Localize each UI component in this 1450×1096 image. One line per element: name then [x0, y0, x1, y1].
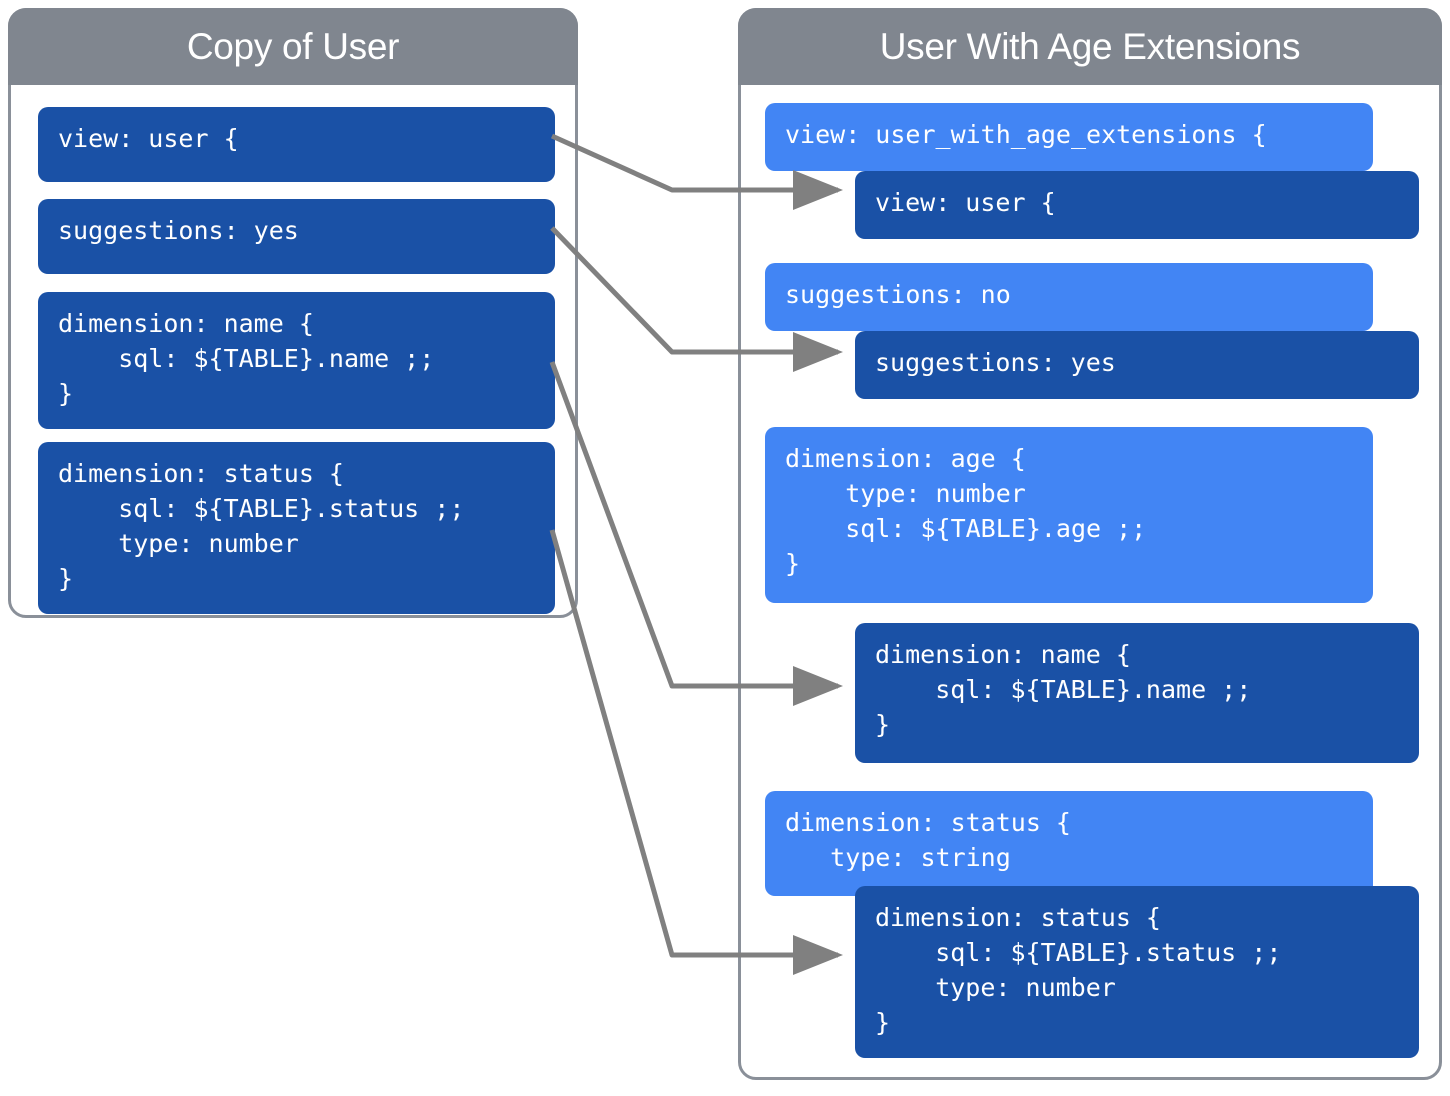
panel-left-title: Copy of User	[8, 8, 578, 85]
left-code-block-suggestions: suggestions: yes	[38, 199, 555, 274]
right-code-block-dimension-age: dimension: age { type: number sql: ${TAB…	[765, 427, 1373, 603]
right-code-block-view-user: view: user {	[855, 171, 1419, 239]
panel-user-with-age-extensions: User With Age Extensions view: user_with…	[738, 8, 1442, 1080]
left-code-block-view-user: view: user {	[38, 107, 555, 182]
right-code-block-dimension-status-string: dimension: status { type: string	[765, 791, 1373, 896]
left-code-block-dimension-name: dimension: name { sql: ${TABLE}.name ;; …	[38, 292, 555, 429]
panel-right-title: User With Age Extensions	[738, 8, 1442, 85]
right-code-block-suggestions-no: suggestions: no	[765, 263, 1373, 331]
right-code-block-dimension-name: dimension: name { sql: ${TABLE}.name ;; …	[855, 623, 1419, 763]
right-code-block-suggestions-yes: suggestions: yes	[855, 331, 1419, 399]
right-code-block-view-extensions: view: user_with_age_extensions {	[765, 103, 1373, 171]
right-code-block-dimension-status-number: dimension: status { sql: ${TABLE}.status…	[855, 886, 1419, 1058]
panel-copy-of-user: Copy of User view: user { suggestions: y…	[8, 8, 578, 618]
left-code-block-dimension-status: dimension: status { sql: ${TABLE}.status…	[38, 442, 555, 614]
